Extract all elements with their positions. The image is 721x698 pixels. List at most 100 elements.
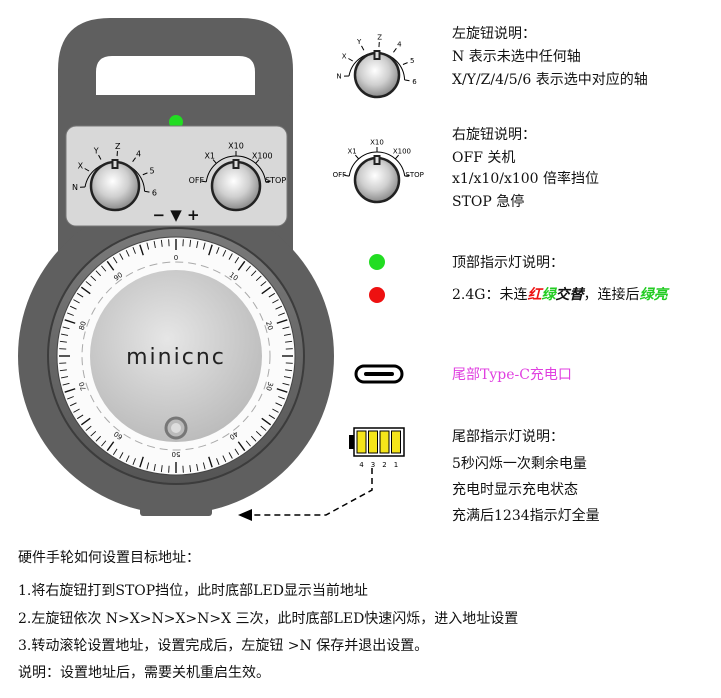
legend-red-led-icon — [369, 287, 385, 303]
wheel-number: 50 — [172, 450, 181, 458]
tail-led-legend-line2: 充电时显示充电状态 — [452, 482, 578, 498]
type-c-label: 尾部Type-C充电口 — [452, 367, 572, 383]
wheel-tick — [80, 286, 91, 295]
battery-cell-number: 4 — [359, 461, 364, 469]
panel-left-tick — [98, 154, 102, 160]
panel-right-label: X100 — [252, 151, 273, 160]
wheel-tick — [208, 244, 213, 256]
wheel-tick — [228, 452, 233, 459]
legend-left-label: Z — [377, 33, 382, 41]
right-knob-legend-line1: OFF 关机 — [452, 150, 516, 166]
wheel-finger-hole-inner — [171, 423, 181, 433]
wheel-direction-label: − ▼ + — [152, 206, 199, 224]
wheel-tick — [112, 448, 118, 456]
top-led-legend-line: 2.4G：未连红绿交替，连接后绿亮 — [452, 286, 667, 304]
panel-left-label: 4 — [136, 149, 141, 158]
led-red-word: 红 — [527, 287, 542, 303]
legend-green-led-icon — [369, 254, 385, 270]
wheel-tick — [272, 299, 279, 304]
wheel-number: 30 — [264, 381, 274, 392]
panel-right-tick — [265, 180, 271, 183]
left-knob-legend-line2: X/Y/Z/4/5/6 表示选中对应的轴 — [452, 72, 648, 88]
panel-left-tick — [144, 190, 150, 193]
legend-left-tick — [393, 48, 397, 53]
legend-left-pointer-mark — [375, 52, 379, 58]
wheel-tick — [76, 414, 84, 420]
legend-left-label: 5 — [410, 57, 414, 65]
legend-right-tick — [394, 154, 400, 160]
panel-right-label: OFF — [189, 176, 205, 185]
type-c-port-icon — [354, 364, 404, 384]
wheel-tick — [106, 441, 115, 452]
wheel-tick — [69, 305, 77, 310]
wheel-tick — [62, 382, 70, 386]
wheel-tick — [67, 396, 74, 400]
legend-right-tick — [344, 174, 350, 177]
panel-left-knob-face — [89, 160, 141, 212]
legend-left-label: Y — [356, 38, 362, 46]
panel-left-tick — [132, 157, 136, 163]
wheel-tick — [237, 260, 246, 271]
brand-logo-text: minicnc — [126, 345, 226, 370]
legend-right-label: STOP — [405, 171, 423, 179]
led-green-on: 绿亮 — [639, 287, 668, 303]
wheel-number: 40 — [228, 429, 240, 441]
legend-right-tick — [404, 174, 410, 177]
panel-left-label: N — [72, 183, 78, 192]
tail-led-legend-title: 尾部指示灯说明： — [452, 429, 564, 445]
wheel-tick — [245, 440, 251, 447]
wheel-tick — [146, 242, 150, 250]
wheel-tick — [95, 270, 102, 277]
panel-left-pointer-mark — [113, 161, 117, 167]
wheel-number: 0 — [174, 254, 178, 262]
wheel-tick — [216, 247, 220, 254]
legend-right-label: X1 — [347, 148, 356, 156]
wheel-tick — [139, 244, 144, 256]
wheel-tick — [275, 402, 283, 407]
wheel-tick — [216, 458, 220, 465]
panel-left-label: 5 — [150, 167, 155, 176]
wheel-tick — [189, 239, 192, 247]
battery-cell — [391, 430, 401, 454]
wheel-tick — [153, 463, 156, 472]
panel-right-label: X10 — [228, 142, 244, 151]
panel-left-tick — [142, 172, 148, 176]
wheel-tick — [160, 239, 163, 247]
panel-left-tick — [84, 168, 90, 172]
wheel-tick — [90, 275, 97, 282]
battery-cell-number: 2 — [382, 461, 386, 469]
wheel-tick — [160, 465, 163, 473]
wheel-tick — [59, 340, 67, 343]
wheel-tick — [202, 242, 206, 250]
wheel-tick — [283, 333, 292, 336]
right-knob-legend-line3: STOP 急停 — [452, 194, 525, 210]
panel-right-label: X1 — [204, 151, 215, 160]
legend-right-arc — [348, 151, 406, 177]
panel-right-label: STOP — [265, 176, 286, 185]
legend-left-tick — [402, 62, 408, 65]
panel-left-label: 6 — [152, 189, 157, 198]
instruction-step-3: 3.转动滚轮设置地址，设置完成后，左旋钮 >N 保存并退出设置。 — [18, 638, 429, 654]
panel-right-tick — [255, 159, 260, 164]
top-led-legend-title: 顶部指示灯说明： — [452, 255, 564, 271]
led-prefix: 2.4G：未连 — [452, 287, 528, 303]
panel-right-tick — [212, 159, 217, 164]
instruction-step-2: 2.左旋钮依次 N>X>N>X>N>X 三次，此时底部LED快速闪烁，进入地址设… — [18, 611, 519, 627]
wheel-tick — [125, 455, 130, 463]
tail-pointer-arrow — [238, 468, 373, 521]
wheel-tick — [80, 417, 91, 426]
panel-left-label: X — [78, 162, 84, 171]
wheel-tick — [132, 247, 136, 254]
battery-cell-number: 1 — [394, 461, 398, 469]
wheel-tick — [90, 430, 97, 437]
legend-left-label: 6 — [412, 78, 417, 86]
wheel-tick — [276, 388, 288, 393]
legend-left-label: 4 — [397, 41, 402, 49]
wheel-tick — [261, 286, 272, 295]
wheel-tick — [76, 292, 84, 298]
